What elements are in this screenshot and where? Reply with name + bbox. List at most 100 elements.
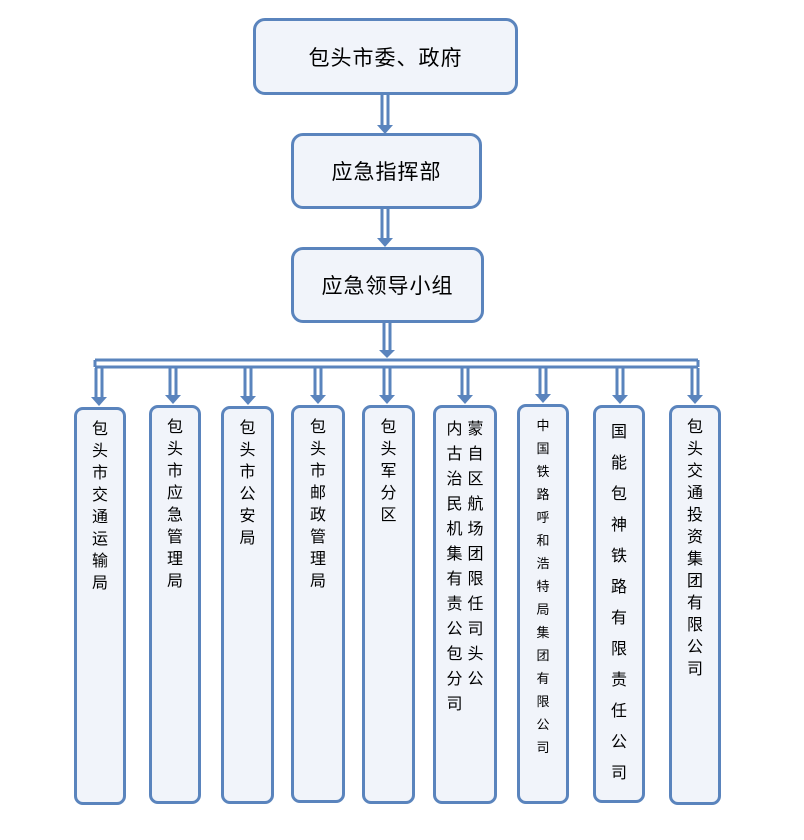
drop-arrow-8: [612, 368, 628, 404]
unit-label-char: 公: [467, 669, 484, 688]
arrow-command-to-leader: [377, 208, 393, 247]
unit-label-char: 局: [166, 571, 183, 590]
unit-label-char: 急: [166, 505, 183, 524]
unit-label-char: 民: [446, 494, 463, 513]
unit-box-7: 中国铁路呼和浩特局集团有限公司: [517, 404, 569, 804]
unit-label-char: 蒙: [467, 419, 484, 438]
drop-arrow-7: [535, 368, 551, 403]
unit-label-char: 有: [536, 672, 550, 687]
unit-label-char: 集: [536, 626, 550, 641]
unit-label-char: 包: [309, 417, 326, 436]
unit-label-char: 运: [91, 529, 108, 548]
unit-label-char: 公: [446, 619, 463, 638]
unit-label-char: 团: [686, 571, 703, 590]
unit-label-char: 市: [239, 462, 256, 481]
unit-label-char: 头: [686, 439, 703, 458]
unit-label-char: 局: [536, 603, 550, 618]
unit-label-char: 国: [610, 422, 627, 441]
unit-label-1: 包头市交通运输局: [77, 418, 123, 594]
unit-box-1: 包头市交通运输局: [74, 407, 126, 805]
unit-label-3: 包头市公安局: [224, 417, 271, 549]
unit-label-9: 包头交通投资集团有限公司: [672, 416, 718, 680]
unit-label-char: 包: [686, 417, 703, 436]
unit-label-char: 公: [536, 718, 550, 733]
unit-label-char: 通: [91, 507, 108, 526]
unit-label-8: 国能包神铁路有限责任公司: [596, 416, 642, 788]
unit-label-4: 包头市邮政管理局: [294, 416, 342, 592]
unit-label-char: 限: [536, 695, 550, 710]
unit-label-char: 限: [686, 615, 703, 634]
unit-label-char: 团: [467, 544, 484, 563]
drop-arrow-3: [240, 368, 256, 405]
unit-label-char: 通: [686, 483, 703, 502]
unit-label-char: 安: [239, 506, 256, 525]
unit-box-5: 包头军分区: [362, 405, 415, 804]
unit-box-9: 包头交通投资集团有限公司: [669, 405, 721, 805]
unit-label-char: 能: [610, 453, 627, 472]
drop-arrow-5: [379, 368, 395, 404]
unit-label-char: 路: [536, 488, 550, 503]
unit-label-char: 航: [467, 494, 484, 513]
node-command-label: 应急指挥部: [331, 160, 442, 184]
unit-label-char: 投: [686, 505, 703, 524]
unit-label-char: 自: [467, 444, 484, 463]
unit-label-char: 头: [166, 439, 183, 458]
unit-label-char: 公: [239, 484, 256, 503]
unit-label-char: 头: [309, 439, 326, 458]
unit-label-char: 司: [446, 694, 463, 713]
node-top: 包头市委、政府: [253, 18, 518, 95]
unit-label-6: 内蒙古自治区民航机场集团有限责任公司包头分公司: [436, 416, 494, 716]
unit-label-char: 邮: [309, 483, 326, 502]
drop-arrow-2: [165, 368, 181, 404]
unit-label-char: 包: [91, 419, 108, 438]
unit-label-char: 司: [536, 741, 550, 756]
unit-label-2: 包头市应急管理局: [152, 416, 198, 592]
unit-label-char: 场: [467, 519, 484, 538]
unit-label-char: 头: [91, 441, 108, 460]
unit-label-char: 交: [91, 485, 108, 504]
node-leader-label: 应急领导小组: [321, 274, 454, 298]
arrow-leader-to-bus: [379, 322, 395, 358]
unit-label-char: 机: [446, 519, 463, 538]
unit-box-8: 国能包神铁路有限责任公司: [593, 405, 645, 803]
unit-label-char: 局: [91, 573, 108, 592]
unit-label-char: 输: [91, 551, 108, 570]
unit-label-char: 头: [239, 440, 256, 459]
unit-label-char: 包: [610, 484, 627, 503]
unit-label-char: 任: [610, 701, 627, 720]
unit-label-char: 应: [166, 483, 183, 502]
unit-label-char: 市: [91, 463, 108, 482]
unit-label-char: 司: [467, 619, 484, 638]
unit-label-char: 国: [536, 442, 550, 457]
unit-label-char: 包: [166, 417, 183, 436]
unit-label-char: 古: [446, 444, 463, 463]
unit-label-char: 限: [610, 639, 627, 658]
node-leader: 应急领导小组: [291, 247, 484, 323]
unit-label-char: 限: [467, 569, 484, 588]
unit-label-char: 理: [309, 549, 326, 568]
unit-label-char: 分: [446, 669, 463, 688]
unit-label-char: 市: [309, 461, 326, 480]
unit-label-char: 任: [467, 594, 484, 613]
node-top-label: 包头市委、政府: [308, 45, 463, 70]
unit-box-3: 包头市公安局: [221, 406, 274, 804]
unit-label-char: 集: [446, 544, 463, 563]
unit-label-char: 区: [380, 505, 397, 524]
unit-label-char: 包: [446, 644, 463, 663]
unit-label-char: 神: [610, 515, 627, 534]
unit-label-char: 中: [536, 419, 550, 434]
drop-arrow-9: [687, 368, 703, 404]
unit-label-char: 治: [446, 469, 463, 488]
unit-label-char: 铁: [536, 465, 550, 480]
unit-label-char: 团: [536, 649, 550, 664]
unit-label-char: 责: [446, 594, 463, 613]
unit-label-char: 有: [686, 593, 703, 612]
unit-label-char: 集: [686, 549, 703, 568]
unit-label-char: 军: [380, 461, 397, 480]
unit-label-char: 浩: [536, 557, 550, 572]
drop-arrow-6: [457, 368, 473, 404]
unit-label-char: 特: [536, 580, 550, 595]
node-command: 应急指挥部: [291, 133, 482, 209]
unit-label-char: 责: [610, 670, 627, 689]
unit-label-char: 局: [309, 571, 326, 590]
